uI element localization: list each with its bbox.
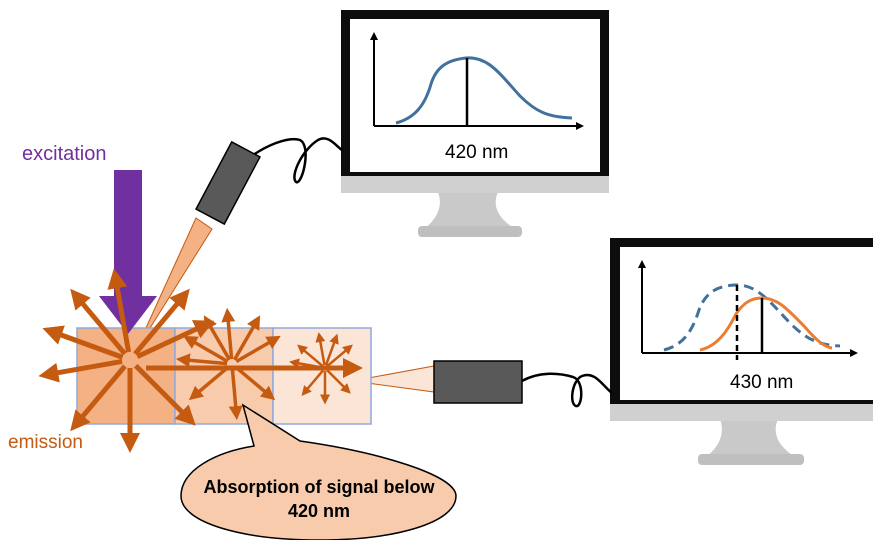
- monitor-right: [610, 238, 873, 465]
- emission-ray-small-2: [315, 332, 326, 366]
- emission-ray-big-3: [107, 268, 132, 353]
- emission-ray-small-5: [326, 369, 351, 394]
- excitation-arrow: [99, 170, 157, 334]
- monitor-right-original-spectrum: [663, 283, 841, 352]
- monitor-top-stand: [420, 192, 520, 232]
- excitation-label: excitation: [22, 143, 107, 165]
- emission-ray-mid-9: [175, 353, 228, 368]
- emission-ray-mid-2: [203, 315, 232, 361]
- cable-top: [248, 137, 343, 184]
- emission-ray-big-2: [70, 288, 127, 356]
- emission-ray-big-4: [133, 288, 190, 356]
- monitor-right-stand: [702, 419, 800, 460]
- monitor-top-wavelength-label: 420 nm: [445, 142, 509, 163]
- monitor-right-base: [698, 454, 804, 465]
- monitor-top-chin: [341, 176, 609, 193]
- monitor-top-screen: [350, 19, 600, 172]
- emission-ray-mid-7: [228, 368, 243, 421]
- emission-rays-primary: [38, 268, 215, 453]
- monitor-top-spectrum: [395, 56, 573, 125]
- monitor-right-chin: [610, 404, 873, 421]
- emission-label: emission: [8, 432, 83, 453]
- emission-ray-mid-5: [235, 335, 281, 364]
- detector-top: [195, 140, 261, 226]
- emission-ray-big-5: [136, 320, 215, 359]
- emission-ray-big-6: [133, 363, 196, 426]
- emission-ray-small-3: [324, 333, 339, 366]
- callout-text: Absorption of signal below 420 nm: [203, 477, 435, 521]
- cuvette-segment-3: [272, 327, 372, 425]
- monitor-top-base: [418, 226, 522, 237]
- emission-ray-big-9: [38, 358, 123, 383]
- cuvette-segment-2: [174, 327, 274, 425]
- emission-ray-small-4: [326, 344, 353, 368]
- monitor-right-screen: [620, 247, 873, 400]
- emission-ray-big-8: [70, 364, 127, 432]
- callout-bubble: [180, 403, 457, 540]
- emission-ray-big-10: [42, 325, 124, 360]
- cable-right: [521, 372, 613, 408]
- emission-ray-small-7: [301, 369, 325, 396]
- detector-right: [433, 360, 523, 404]
- emission-ray-small-1: [297, 344, 324, 368]
- monitor-right-wavelength-label: 430 nm: [730, 372, 794, 393]
- emission-ray-mid-8: [188, 365, 230, 401]
- emission-ray-mid-6: [234, 365, 276, 401]
- emission-ray-mid-1: [183, 335, 229, 364]
- emission-rays-secondary: [175, 307, 281, 421]
- emission-ray-mid-3: [221, 307, 236, 360]
- monitor-top: [341, 10, 609, 237]
- emission-ray-mid-4: [232, 315, 261, 361]
